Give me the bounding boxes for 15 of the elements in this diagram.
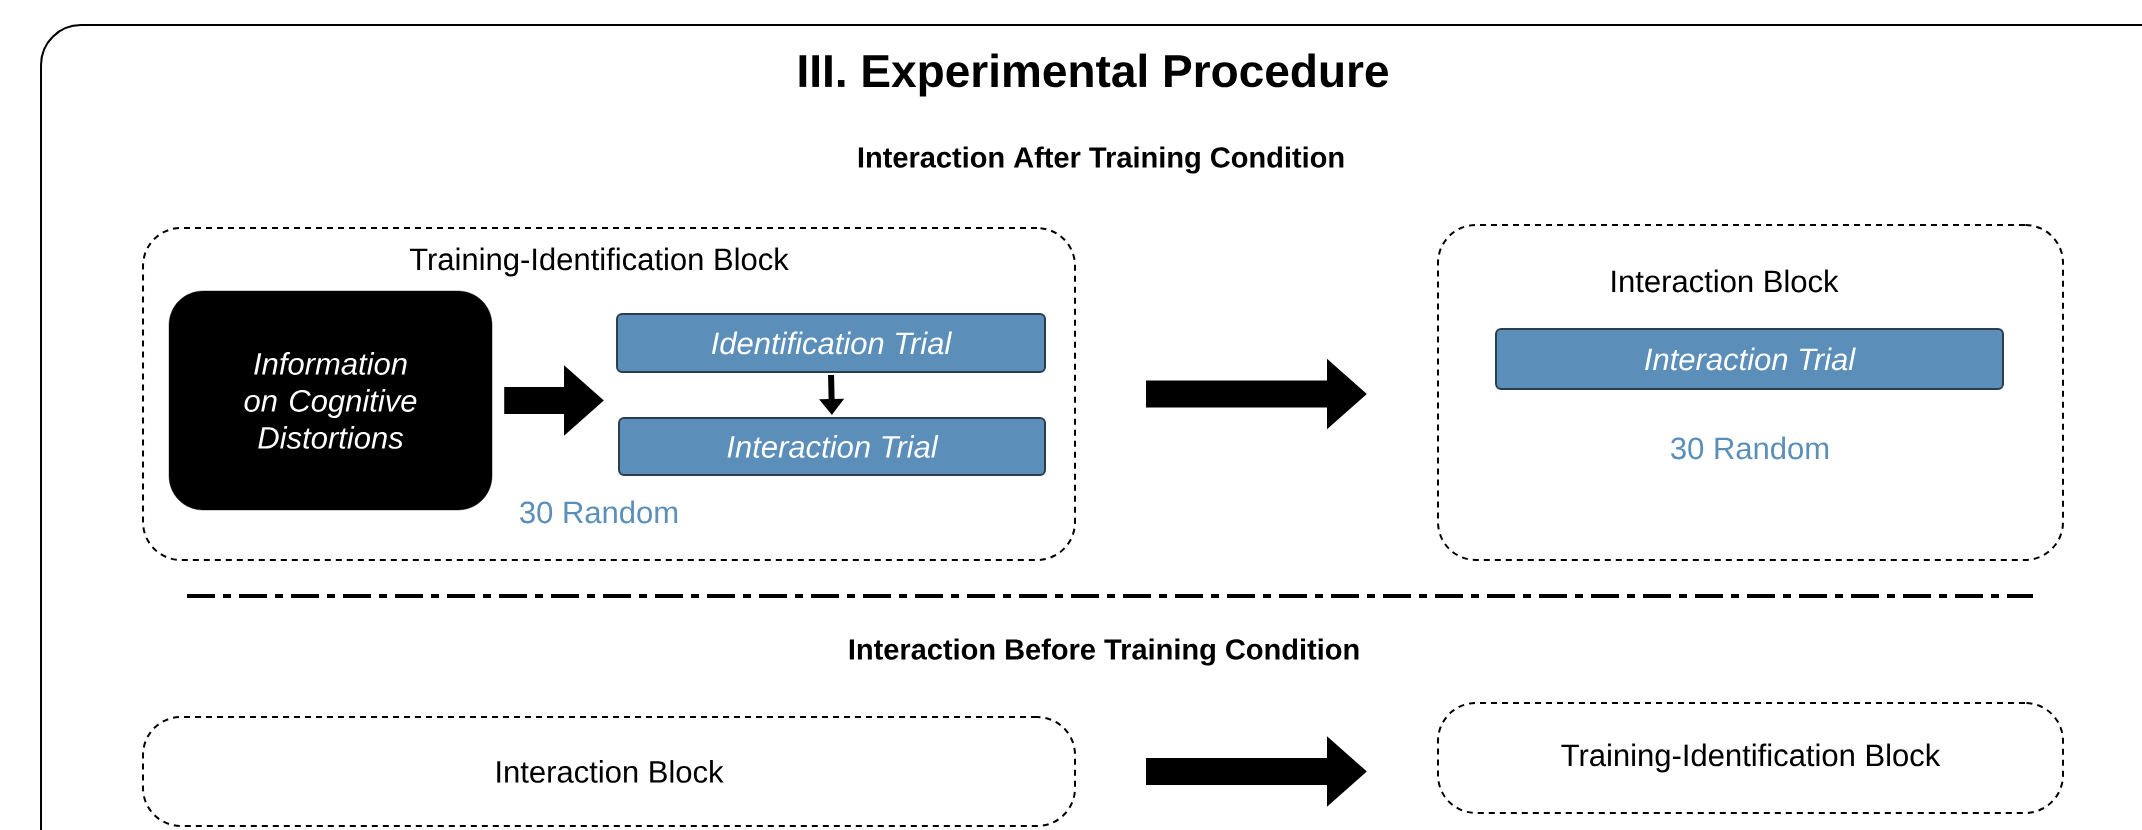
info-box: Information on Cognitive Distortions bbox=[168, 290, 493, 511]
trial-box: Interaction Trial bbox=[1495, 328, 2004, 390]
section-heading: Interaction After Training Condition bbox=[858, 146, 1344, 174]
block-box: Training-Identification Block bbox=[1437, 702, 2064, 814]
block-box bbox=[1437, 224, 2064, 561]
block-box: Interaction Block bbox=[142, 716, 1076, 827]
title: III. Experimental Procedure bbox=[799, 53, 1388, 97]
block-heading: Training-Identification Block bbox=[409, 247, 789, 277]
block-box bbox=[142, 227, 1076, 561]
block-heading: Interaction Block bbox=[1612, 269, 1839, 293]
item-count: 30 Random bbox=[520, 500, 678, 524]
trial-box: Interaction Trial bbox=[618, 417, 1046, 476]
section-heading: Interaction Before Training Condition bbox=[849, 638, 1359, 666]
item-count: 30 Random bbox=[1671, 436, 1829, 460]
trial-box: Identification Trial bbox=[616, 313, 1046, 373]
